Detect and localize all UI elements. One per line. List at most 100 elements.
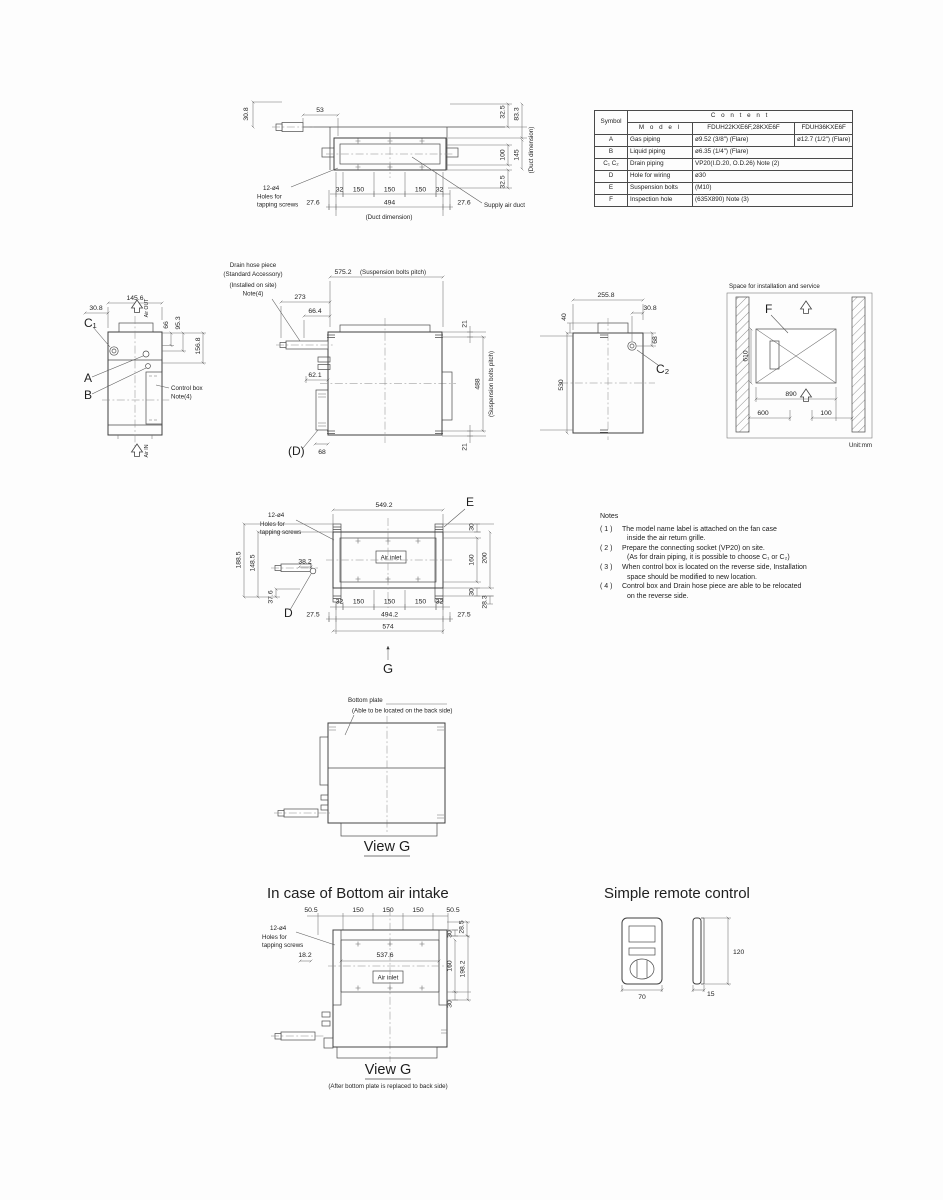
note-item: ( 3 ) When control box is located on the… xyxy=(600,563,872,582)
dim-150-3: 150 xyxy=(415,187,427,194)
dim-66: 66 xyxy=(163,321,170,329)
label-d-paren: (D) xyxy=(288,444,305,458)
bottom-view-drawing: Air inlet 549.2 E 12-ø4 Holes for tappin… xyxy=(236,495,494,676)
table-row: F Inspection hole (635X890) Note (3) xyxy=(594,194,854,207)
remote-dial-button xyxy=(629,958,655,980)
air-inlet-label: Air inlet xyxy=(381,555,402,562)
label-b: B xyxy=(84,388,92,402)
row-b-name: Liquid piping xyxy=(627,146,693,159)
table-row: M o d e l FDUH22KXE6F,28KXE6F FDUH36KXE6… xyxy=(595,122,854,135)
front-view-drawing: 30.8 53 32.5 100 32.5 83.3 145 (Duct dim… xyxy=(243,100,535,221)
dim-30-bot: 30 xyxy=(469,588,476,596)
bi-dim-150-2: 150 xyxy=(382,907,394,914)
dim-156-8: 156.8 xyxy=(195,337,202,354)
view-g-title-2: View G xyxy=(365,1062,411,1078)
drain-hose-label-3: (Installed on site) xyxy=(229,282,276,289)
dim-148-5: 148.5 xyxy=(250,554,257,571)
dim-32-right: 32 xyxy=(436,187,444,194)
note-text: Prepare the connecting socket (VP20) on … xyxy=(622,544,790,563)
row-c-value: VP20(I.D.20, O.D.26) Note (2) xyxy=(691,158,854,171)
dim-68-top-view: 68 xyxy=(318,449,326,456)
control-box-label-2: Note(4) xyxy=(171,394,192,401)
bi-dim-30-t: 30 xyxy=(447,930,454,938)
table-row: A Gas piping ø9.52 (3/8") (Flare) ø12.7 … xyxy=(594,134,854,147)
bi-holes-1: 12-ø4 xyxy=(270,925,287,932)
bv-dim-150-2: 150 xyxy=(384,599,396,606)
duct-dimension-right-label: (Duct dimension) xyxy=(528,127,535,174)
space-title: Space for installation and service xyxy=(729,283,820,290)
row-b-symbol: B xyxy=(594,146,628,159)
dim-575-2: 575.2 xyxy=(334,269,351,276)
note-text: When control box is located on the rever… xyxy=(622,563,807,582)
bi-dim-150-3: 150 xyxy=(412,907,424,914)
view-g-drawing: Bottom plate (Able to be located on the … xyxy=(274,697,452,857)
suspension-pitch-right-label: (Suspension bolts pitch) xyxy=(488,351,495,417)
note-item: ( 4 ) Control box and Drain hose piece a… xyxy=(600,582,872,601)
dim-150-2: 150 xyxy=(384,187,396,194)
bv-dim-32-l: 32 xyxy=(336,599,344,606)
notes-title: Notes xyxy=(600,513,619,520)
bottom-plate-label-1: Bottom plate xyxy=(348,697,383,704)
bi-holes-2: Holes for xyxy=(262,934,287,941)
dim-32-5-bot: 32.5 xyxy=(500,175,507,188)
row-a-name: Gas piping xyxy=(627,134,693,147)
drain-hose-label-4: Note(4) xyxy=(243,291,264,298)
dim-488: 488 xyxy=(475,378,482,390)
note-number: ( 3 ) xyxy=(600,563,613,571)
bv-dim-27-5-r: 27.5 xyxy=(457,612,470,619)
bi-dim-50-5-l: 50.5 xyxy=(304,907,317,914)
row-f-name: Inspection hole xyxy=(627,194,693,207)
row-e-symbol: E xyxy=(594,182,628,195)
dim-40: 40 xyxy=(561,313,568,321)
air-out-label: Air OUT xyxy=(144,298,150,318)
bi-air-inlet-label: Air inlet xyxy=(378,975,399,982)
dim-95-3: 95.3 xyxy=(175,316,182,329)
row-b-value: ø6.35 (1/4") (Flare) xyxy=(691,146,854,159)
row-c-symbol: C₁ C₂ xyxy=(594,158,628,171)
duct-dimension-bottom-label: (Duct dimension) xyxy=(366,214,413,221)
note-line-1: When control box is located on the rever… xyxy=(622,563,807,571)
bi-dim-30-b: 30 xyxy=(447,1000,454,1008)
table-row: E Suspension bolts (M10) xyxy=(594,182,854,195)
view-g-caption: (After bottom plate is replaced to back … xyxy=(328,1083,447,1090)
row-a-value-1: ø9.52 (3/8") (Flare) xyxy=(692,134,795,147)
bottom-air-intake-heading: In case of Bottom air intake xyxy=(267,885,449,902)
model-name-2: FDUH36KXE6F xyxy=(793,122,854,135)
label-d: D xyxy=(284,606,293,620)
bi-holes-3: tapping screws xyxy=(262,942,303,949)
dim-530: 530 xyxy=(558,379,565,391)
dim-27-6-right: 27.6 xyxy=(457,200,470,207)
left-side-view-drawing: 66 95.3 156.8 145.6 30.8 C₁ A B Control … xyxy=(83,295,206,457)
label-f: F xyxy=(765,302,772,316)
bv-dim-32-r: 32 xyxy=(436,599,444,606)
bv-dim-574: 574 xyxy=(382,624,394,631)
row-f-value: (635X890) Note (3) xyxy=(691,194,854,207)
label-a: A xyxy=(84,371,92,385)
dim-160: 160 xyxy=(469,554,476,566)
dim-494: 494 xyxy=(384,200,396,207)
row-e-value: (M10) xyxy=(691,182,854,195)
bi-dim-150-1: 150 xyxy=(352,907,364,914)
unit-mm-label: Unit:mm xyxy=(849,442,872,449)
dim-150-1: 150 xyxy=(353,187,365,194)
label-e: E xyxy=(466,495,474,509)
note-line-1: The model name label is attached on the … xyxy=(622,525,777,533)
dim-200: 200 xyxy=(482,552,489,564)
label-g: G xyxy=(383,661,393,676)
dim-549-2: 549.2 xyxy=(375,502,392,509)
table-header-model: M o d e l xyxy=(627,122,693,135)
installation-space-drawing: Space for installation and service F 610… xyxy=(726,283,873,449)
drain-hose-label-1: Drain hose piece xyxy=(230,262,277,269)
bi-dim-537-6: 537.6 xyxy=(376,952,393,959)
model-name-1: FDUH22KXE6F,28KXE6F xyxy=(692,122,795,135)
bv-holes-3: tapping screws xyxy=(260,529,301,536)
dim-53: 53 xyxy=(316,107,324,114)
note-number: ( 4 ) xyxy=(600,583,613,591)
dim-32-5-top: 32.5 xyxy=(500,105,507,118)
table-row: B Liquid piping ø6.35 (1/4") (Flare) xyxy=(594,146,854,159)
table-header-symbol: Symbol xyxy=(594,110,628,135)
dim-600: 600 xyxy=(757,410,769,417)
dim-21-bot: 21 xyxy=(462,443,469,451)
